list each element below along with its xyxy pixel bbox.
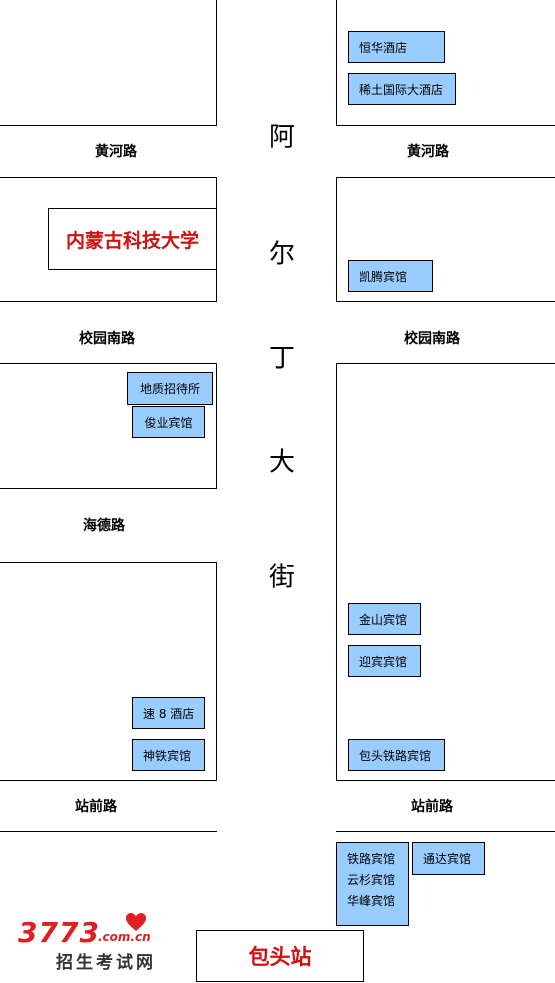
avenue-name-char: 街 <box>268 562 296 593</box>
hotel-dizhi: 地质招待所 <box>127 372 213 405</box>
station-label: 包头站 <box>248 944 312 969</box>
hotel-label: 俊业宾馆 <box>144 415 193 430</box>
avenue-name-char: 尔 <box>268 239 296 270</box>
block-line <box>336 831 555 832</box>
road-label-haide: 海德路 <box>83 518 125 534</box>
block-line <box>216 363 217 489</box>
block-line <box>336 177 337 302</box>
hotel-kaiteng: 凯腾宾馆 <box>348 260 433 292</box>
hotel-tielu: 铁路宾馆 <box>347 852 396 866</box>
site-logo: 3773 .com.cn 招生考试网 <box>18 912 178 974</box>
block-line <box>0 177 217 178</box>
block-line <box>0 125 217 126</box>
hotel-jinshan: 金山宾馆 <box>348 603 421 635</box>
road-label-xiaoyuannan: 校园南路 <box>404 331 460 347</box>
block-line <box>216 562 217 781</box>
block-line <box>0 488 217 489</box>
block-line <box>336 0 337 126</box>
university-box: 内蒙古科技大学 <box>48 208 217 270</box>
block-line <box>0 301 217 302</box>
avenue-name-char: 大 <box>268 447 296 478</box>
road-label-zhanqian: 站前路 <box>411 799 453 815</box>
hotel-yingbin: 迎宾宾馆 <box>348 645 421 677</box>
block-line <box>336 363 555 364</box>
hotel-label: 恒华酒店 <box>359 40 408 55</box>
hotel-tongda: 通达宾馆 <box>412 842 485 875</box>
hotel-label: 地质招待所 <box>139 382 200 396</box>
avenue-name-char: 阿 <box>268 122 296 153</box>
university-label: 内蒙古科技大学 <box>65 229 199 252</box>
hotel-huafeng: 华峰宾馆 <box>347 894 396 908</box>
road-label-huanghe: 黄河路 <box>407 144 449 160</box>
block-line <box>0 831 217 832</box>
hotel-xitu: 稀土国际大酒店 <box>348 73 456 105</box>
heart-icon <box>126 913 146 931</box>
hotel-label: 包头铁路宾馆 <box>359 748 432 763</box>
logo-domain: .com.cn <box>98 930 151 944</box>
station-box: 包头站 <box>196 930 364 982</box>
hotel-shentie: 神铁宾馆 <box>132 739 205 771</box>
logo-number: 3773 <box>18 916 100 949</box>
hotel-baotou-tielu: 包头铁路宾馆 <box>348 739 445 771</box>
block-line <box>336 125 555 126</box>
avenue-name-char: 丁 <box>268 343 296 374</box>
block-line <box>0 780 217 781</box>
hotel-label: 速 8 酒店 <box>143 706 195 721</box>
hotel-group-station: 铁路宾馆 云杉宾馆 华峰宾馆 <box>336 842 409 926</box>
hotel-label: 金山宾馆 <box>359 612 408 627</box>
block-line <box>336 177 555 178</box>
road-label-zhanqian: 站前路 <box>75 799 117 815</box>
block-line <box>336 363 337 781</box>
hotel-su8: 速 8 酒店 <box>132 697 205 729</box>
block-line <box>0 562 217 563</box>
hotel-henghua: 恒华酒店 <box>348 31 445 63</box>
road-label-xiaoyuannan: 校园南路 <box>79 331 135 347</box>
hotel-label: 神铁宾馆 <box>143 748 192 763</box>
road-label-huanghe: 黄河路 <box>95 144 137 160</box>
block-line <box>336 301 555 302</box>
hotel-label: 凯腾宾馆 <box>359 269 408 284</box>
hotel-label: 迎宾宾馆 <box>359 654 408 669</box>
hotel-label: 稀土国际大酒店 <box>359 82 444 97</box>
logo-subtitle: 招生考试网 <box>56 953 156 973</box>
block-line <box>336 780 555 781</box>
block-line <box>216 0 217 126</box>
hotel-junye: 俊业宾馆 <box>132 406 205 438</box>
hotel-label: 通达宾馆 <box>423 852 472 866</box>
hotel-yunshan: 云杉宾馆 <box>347 873 396 887</box>
block-line <box>0 363 217 364</box>
